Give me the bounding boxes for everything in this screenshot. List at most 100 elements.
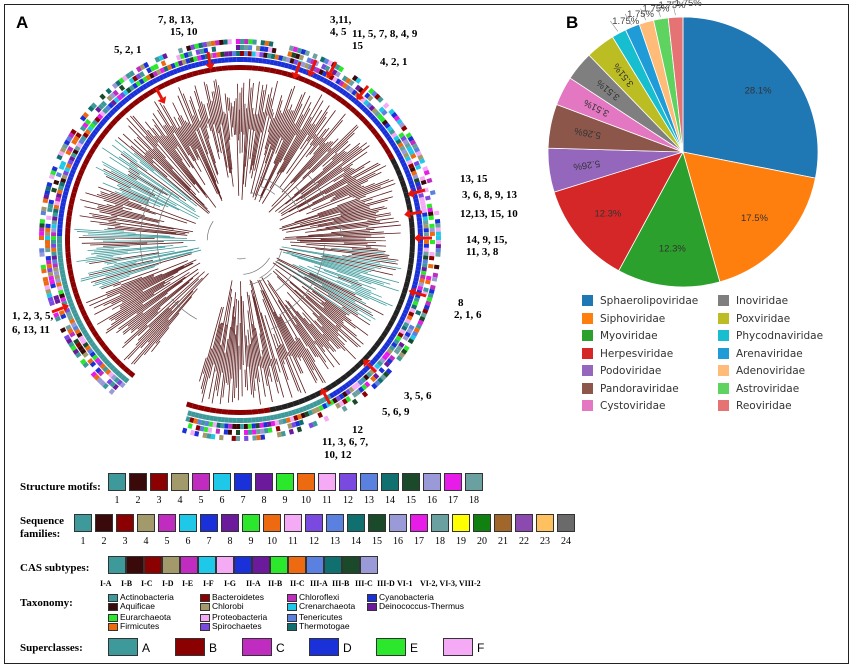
tree-ring-segment [406,159,413,166]
tree-ring-segment [270,420,276,427]
tree-ring-segment [216,52,221,58]
tree-ring-segment [391,111,398,119]
tree-branch [247,310,256,379]
tree-ring-segment [46,292,53,299]
tree-branch [248,294,266,397]
tree-ring-segment [317,411,324,419]
taxonomy-swatch [200,622,210,631]
swatch-number: 8 [227,536,233,547]
tree-ring-segment [233,409,240,415]
tree-ring-segment [374,380,381,387]
tree-ring-segment [293,414,299,421]
tree-ring-segment [55,192,62,198]
tree-ring-segment [53,208,59,214]
tree-ring-segment [201,414,207,420]
tree-ring-segment [419,175,426,182]
tree-ring-segment [267,47,273,53]
tree-ring-segment [235,435,240,441]
tree-branch [105,260,188,294]
tree-ring-segment [410,153,417,160]
tree-branch [305,127,330,158]
tree-branch [199,120,219,175]
tree-ring-segment [371,90,378,98]
cas-subtype-label: III-C [355,579,373,588]
tree-branch [132,115,200,194]
tree-ring-segment [251,429,257,435]
tree-ring-segment [47,267,53,273]
tree-ring-segment [192,55,198,62]
tree-ring-segment [381,119,389,126]
tree-ring-segment [312,53,318,60]
cas-subtype-label: III-A [310,579,328,588]
swatch-number: 3 [156,495,162,506]
tree-ring-segment [97,370,105,377]
tree-ring-segment [411,304,418,310]
tree-ring-segment [90,371,98,378]
tree-branch [348,254,396,263]
tree-ring-segment [377,137,386,145]
tree-branch [281,344,302,393]
tree-ring-segment [175,54,182,61]
tree-ring-segment [314,67,321,74]
tree-ring-segment [258,416,263,422]
tree-ring-segment [298,406,304,413]
tree-branch [264,95,283,156]
tree-ring-segment [252,39,257,45]
tree-ring-segment [263,66,271,73]
tree-ring-segment [422,166,429,172]
tree-branch [355,291,387,306]
tree-ring-segment [421,208,427,214]
tree-ring-segment [345,77,352,84]
tree-ring-segment [114,358,122,366]
tree-branch [304,276,374,317]
tree-ring-segment [245,409,253,415]
tree-branch [302,124,358,179]
tree-ring-segment [347,94,354,101]
pie-leader-line [672,3,676,16]
tree-ring-segment [409,227,415,235]
tree-ring-segment [127,102,136,110]
tree-ring-segment [41,268,47,274]
tree-branch [321,326,346,352]
tree-internal-arc [139,186,156,262]
tree-ring-segment [51,228,57,233]
tree-ring-segment [39,218,46,224]
tree-ring-segment [89,361,97,368]
tree-ring-segment [211,46,217,53]
tree-ring-segment [158,74,165,81]
tree-ring-segment [132,75,139,82]
tree-ring-segment [308,422,314,429]
tree-ring-segment [322,77,329,85]
tree-label: 2, 1, 6 [454,309,482,321]
tree-ring-segment [374,110,381,117]
tree-branch [351,248,386,252]
tree-ring-segment [61,174,68,180]
tree-branch [122,272,199,333]
tree-ring-segment [191,70,199,77]
tree-ring-segment [94,137,103,145]
tree-ring-segment [371,382,378,390]
pie-legend-item: Reoviridae [718,400,792,412]
tree-ring-segment [77,168,85,177]
tree-ring-segment [374,93,381,100]
tree-ring-segment [318,404,325,412]
tree-ring-segment [96,360,104,367]
tree-ring-segment [287,51,293,57]
tree-branch [285,146,360,205]
tree-ring-segment [407,135,415,142]
tree-ring-segment [59,327,67,334]
tree-ring-segment [388,335,395,342]
tree-ring-segment [413,177,420,184]
tree-branch [242,301,249,391]
tree-label: 11, 3, 6, 7, [322,436,369,448]
tree-ring-segment [403,281,410,289]
tree-ring-segment [402,165,409,172]
tree-ring-segment [359,369,366,376]
phylogenetic-tree [39,39,441,441]
tree-annotation-rings [39,39,441,441]
tree-ring-segment [113,376,120,384]
tree-ring-segment [80,163,88,171]
taxonomy-name: Deinococcus-Thermus [379,601,465,611]
swatch-number: 9 [248,536,254,547]
tree-branch [215,344,222,372]
